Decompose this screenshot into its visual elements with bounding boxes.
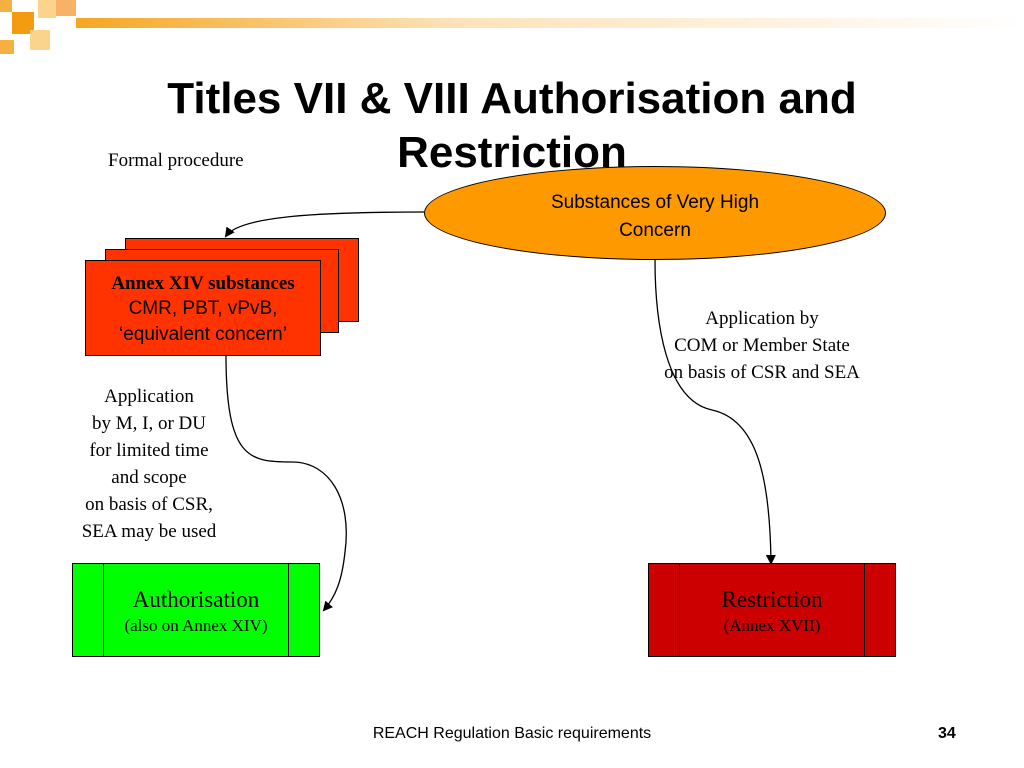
arrow-svhc-to-annex [224, 211, 425, 238]
corner-square [30, 30, 50, 50]
authorisation-sublabel: (also on Annex XIV) [124, 616, 268, 635]
slide-subtitle: Formal procedure [108, 150, 244, 171]
corner-square [0, 0, 12, 12]
box-divider [679, 564, 680, 656]
authorisation-label: Authorisation [132, 587, 260, 612]
svhc-ellipse: Substances of Very High Concern [424, 166, 886, 260]
top-rule [76, 18, 1024, 28]
arrow-svhc-to-restriction [654, 259, 776, 565]
restriction-box: Restriction (Annex XVII) [648, 563, 896, 657]
restriction-sublabel: (Annex XVII) [723, 616, 821, 635]
left-application-text: Application by M, I, or DU for limited t… [81, 386, 217, 542]
corner-square [56, 0, 76, 16]
slide-title: Titles VII & VIII Authorisation and Rest… [167, 74, 857, 177]
slide-footer: REACH Regulation Basic requirements [372, 725, 652, 742]
annex-line-equivalent: ‘equivalent concern’ [119, 324, 287, 345]
right-application-text: Application by COM or Member State on ba… [664, 308, 860, 383]
restriction-label: Restriction [721, 587, 823, 612]
authorisation-box: Authorisation (also on Annex XIV) [72, 563, 320, 657]
annex-xiv-card: Annex XIV substances CMR, PBT, vPvB, ‘eq… [85, 260, 321, 356]
box-divider [864, 564, 865, 656]
box-divider [288, 564, 289, 656]
corner-square [0, 40, 14, 54]
corner-square [12, 12, 34, 34]
svhc-label-line2: Concern [619, 220, 691, 241]
box-divider [103, 564, 104, 656]
page-number: 34 [938, 725, 956, 742]
annex-line-categories: CMR, PBT, vPvB, [128, 298, 278, 319]
corner-square [38, 0, 56, 18]
arrow-annex-to-authorisation [225, 354, 347, 612]
svhc-label-line1: Substances of Very High [550, 192, 760, 213]
annex-title: Annex XIV substances [111, 273, 295, 294]
